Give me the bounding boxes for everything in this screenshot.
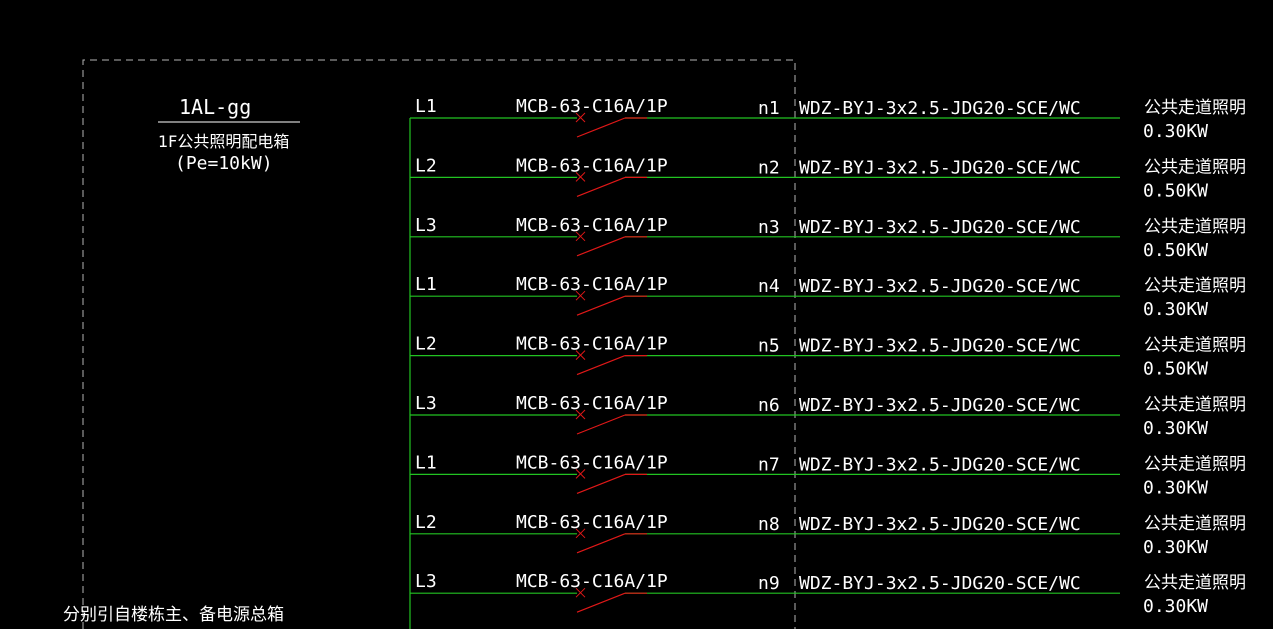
breaker-symbol [575, 231, 647, 257]
breaker-symbol [575, 528, 647, 554]
cable-spec: WDZ-BYJ-3x2.5-JDG20-SCE/WC [799, 157, 1081, 178]
load-name: 公共走道照明 [1144, 454, 1246, 474]
distribution-box-frame [82, 59, 796, 629]
breaker-label: MCB-63-C16A/1P [516, 96, 668, 117]
breaker-label: MCB-63-C16A/1P [516, 393, 668, 414]
phase-label: L1 [415, 452, 437, 473]
breaker-x-stroke [575, 469, 586, 479]
circuit-row[interactable]: L3 MCB-63-C16A/1P n9 WDZ-BYJ-3x2.5-JDG20-SC… [410, 571, 1246, 617]
breaker-label: MCB-63-C16A/1P [516, 571, 668, 592]
load-name: 公共走道照明 [1144, 98, 1246, 118]
circuit-id: n8 [758, 514, 780, 535]
load-power: 0.50KW [1143, 180, 1208, 201]
cable-spec: WDZ-BYJ-3x2.5-JDG20-SCE/WC [799, 395, 1081, 416]
circuit-row[interactable]: L2 MCB-63-C16A/1P n5 WDZ-BYJ-3x2.5-JDG20-SC… [410, 334, 1246, 380]
load-power: 0.30KW [1143, 596, 1208, 617]
breaker-symbol [575, 350, 647, 376]
cable-spec: WDZ-BYJ-3x2.5-JDG20-SCE/WC [799, 573, 1081, 594]
phase-label: L2 [415, 512, 437, 533]
load-power: 0.30KW [1143, 299, 1208, 320]
circuit-row[interactable]: L1 MCB-63-C16A/1P n7 WDZ-BYJ-3x2.5-JDG20-SC… [410, 452, 1246, 498]
circuit-id: n6 [758, 395, 780, 416]
breaker-label: MCB-63-C16A/1P [516, 155, 668, 176]
breaker-x-stroke [575, 528, 586, 539]
breaker-blade [576, 236, 626, 257]
load-name: 公共走道照明 [1144, 276, 1246, 296]
circuit-row[interactable]: L1 MCB-63-C16A/1P n4 WDZ-BYJ-3x2.5-JDG20-SC… [410, 274, 1246, 320]
cable-spec: WDZ-BYJ-3x2.5-JDG20-SCE/WC [799, 454, 1081, 475]
breaker-label: MCB-63-C16A/1P [516, 274, 668, 295]
circuit-id: n3 [758, 217, 780, 238]
load-name: 公共走道照明 [1144, 336, 1246, 356]
load-name: 公共走道照明 [1144, 395, 1246, 415]
breaker-blade [576, 176, 626, 197]
panel-heading: 1AL-gg 1F公共照明配电箱 (Pe=10kW) [158, 95, 300, 174]
phase-label: L1 [415, 274, 437, 295]
load-power: 0.30KW [1143, 121, 1208, 142]
circuit-id: n4 [758, 276, 780, 297]
circuit-id: n1 [758, 98, 780, 119]
load-name: 公共走道照明 [1144, 573, 1246, 593]
breaker-symbol [575, 112, 647, 138]
breaker-label: MCB-63-C16A/1P [516, 215, 668, 236]
breaker-symbol [575, 587, 647, 613]
breaker-symbol [575, 469, 647, 494]
cable-spec: WDZ-BYJ-3x2.5-JDG20-SCE/WC [799, 98, 1081, 119]
load-power: 0.30KW [1143, 537, 1208, 558]
source-note: 分别引自楼栋主、备电源总箱 [63, 605, 284, 625]
breaker-symbol [575, 409, 647, 435]
breaker-x-stroke [575, 587, 586, 598]
breaker-x-stroke [575, 172, 586, 182]
load-name: 公共走道照明 [1144, 217, 1246, 237]
circuit-id: n9 [758, 573, 780, 594]
breaker-blade [576, 355, 626, 376]
breaker-blade [576, 414, 626, 435]
breaker-x-stroke [575, 409, 586, 420]
breaker-blade [576, 533, 626, 554]
panel-capacity: (Pe=10kW) [175, 153, 273, 174]
breaker-blade [576, 473, 626, 494]
phase-label: L1 [415, 96, 437, 117]
load-power: 0.50KW [1143, 240, 1208, 261]
load-power: 0.30KW [1143, 477, 1208, 498]
circuit-row[interactable]: L1 MCB-63-C16A/1P n1 WDZ-BYJ-3x2.5-JDG20-SC… [410, 96, 1246, 142]
breaker-blade [576, 117, 626, 138]
cable-spec: WDZ-BYJ-3x2.5-JDG20-SCE/WC [799, 276, 1081, 297]
phase-label: L3 [415, 215, 437, 236]
load-name: 公共走道照明 [1144, 157, 1246, 177]
circuit-row[interactable]: L3 MCB-63-C16A/1P n3 WDZ-BYJ-3x2.5-JDG20-SC… [410, 215, 1246, 261]
cable-spec: WDZ-BYJ-3x2.5-JDG20-SCE/WC [799, 336, 1081, 357]
circuit-row[interactable]: L2 MCB-63-C16A/1P n2 WDZ-BYJ-3x2.5-JDG20-SC… [410, 155, 1246, 201]
cable-spec: WDZ-BYJ-3x2.5-JDG20-SCE/WC [799, 514, 1081, 535]
load-power: 0.30KW [1143, 418, 1208, 439]
circuit-row[interactable]: L2 MCB-63-C16A/1P n8 WDZ-BYJ-3x2.5-JDG20-SC… [410, 512, 1246, 558]
panel-name: 1AL-gg [179, 95, 251, 119]
phase-label: L3 [415, 393, 437, 414]
load-power: 0.50KW [1143, 359, 1208, 380]
breaker-x-stroke [575, 350, 586, 360]
breaker-x-stroke [575, 112, 586, 123]
breaker-symbol [575, 172, 647, 197]
cable-spec: WDZ-BYJ-3x2.5-JDG20-SCE/WC [799, 217, 1081, 238]
breaker-label: MCB-63-C16A/1P [516, 452, 668, 473]
breaker-x-stroke [575, 290, 586, 301]
breaker-label: MCB-63-C16A/1P [516, 512, 668, 533]
phase-label: L3 [415, 571, 437, 592]
circuit-row[interactable]: L3 MCB-63-C16A/1P n6 WDZ-BYJ-3x2.5-JDG20-SC… [410, 393, 1246, 439]
panel-description: 1F公共照明配电箱 [158, 132, 289, 151]
phase-label: L2 [415, 155, 437, 176]
breaker-blade [576, 295, 626, 316]
circuit-id: n5 [758, 336, 780, 357]
breaker-symbol [575, 290, 647, 316]
load-name: 公共走道照明 [1144, 514, 1246, 534]
breaker-x-stroke [575, 231, 586, 242]
phase-label: L2 [415, 334, 437, 355]
circuit-id: n7 [758, 454, 780, 475]
breaker-label: MCB-63-C16A/1P [516, 334, 668, 355]
circuit-id: n2 [758, 157, 780, 178]
breaker-blade [576, 592, 626, 613]
